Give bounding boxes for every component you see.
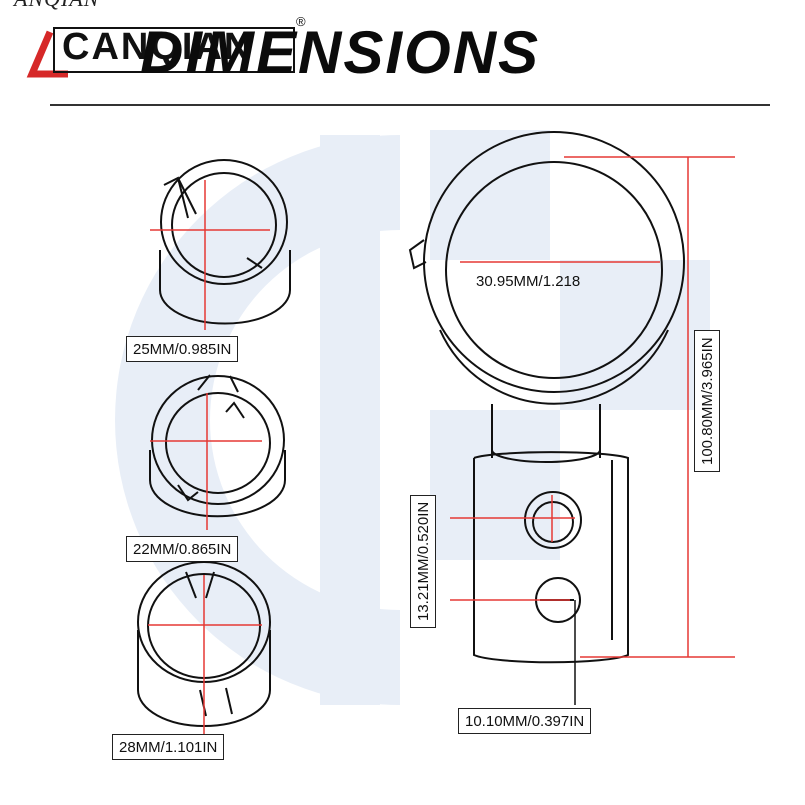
- registered-mark: ®: [296, 14, 306, 29]
- brand-logo-mark: [26, 27, 295, 78]
- brand-fragment: ANQIAN: [14, 0, 99, 12]
- hole-spacing-label: 13.21MM/0.520IN: [410, 494, 436, 628]
- bushing-22mm-label: 22MM/0.865IN: [126, 536, 239, 562]
- title-divider: [50, 104, 770, 106]
- page-title: DIMENSIONS: [140, 19, 541, 86]
- bushing-25mm-label: 25MM/0.985IN: [126, 336, 239, 362]
- brand-name: CANQIAN: [62, 26, 254, 68]
- ring-diameter-label: 30.95MM/1.218: [476, 273, 581, 290]
- hole-diameter-label: 10.10MM/0.397IN: [458, 708, 592, 734]
- total-height-label: 100.80MM/3.965IN: [694, 330, 720, 472]
- bushing-28mm-label: 28MM/1.101IN: [112, 734, 225, 760]
